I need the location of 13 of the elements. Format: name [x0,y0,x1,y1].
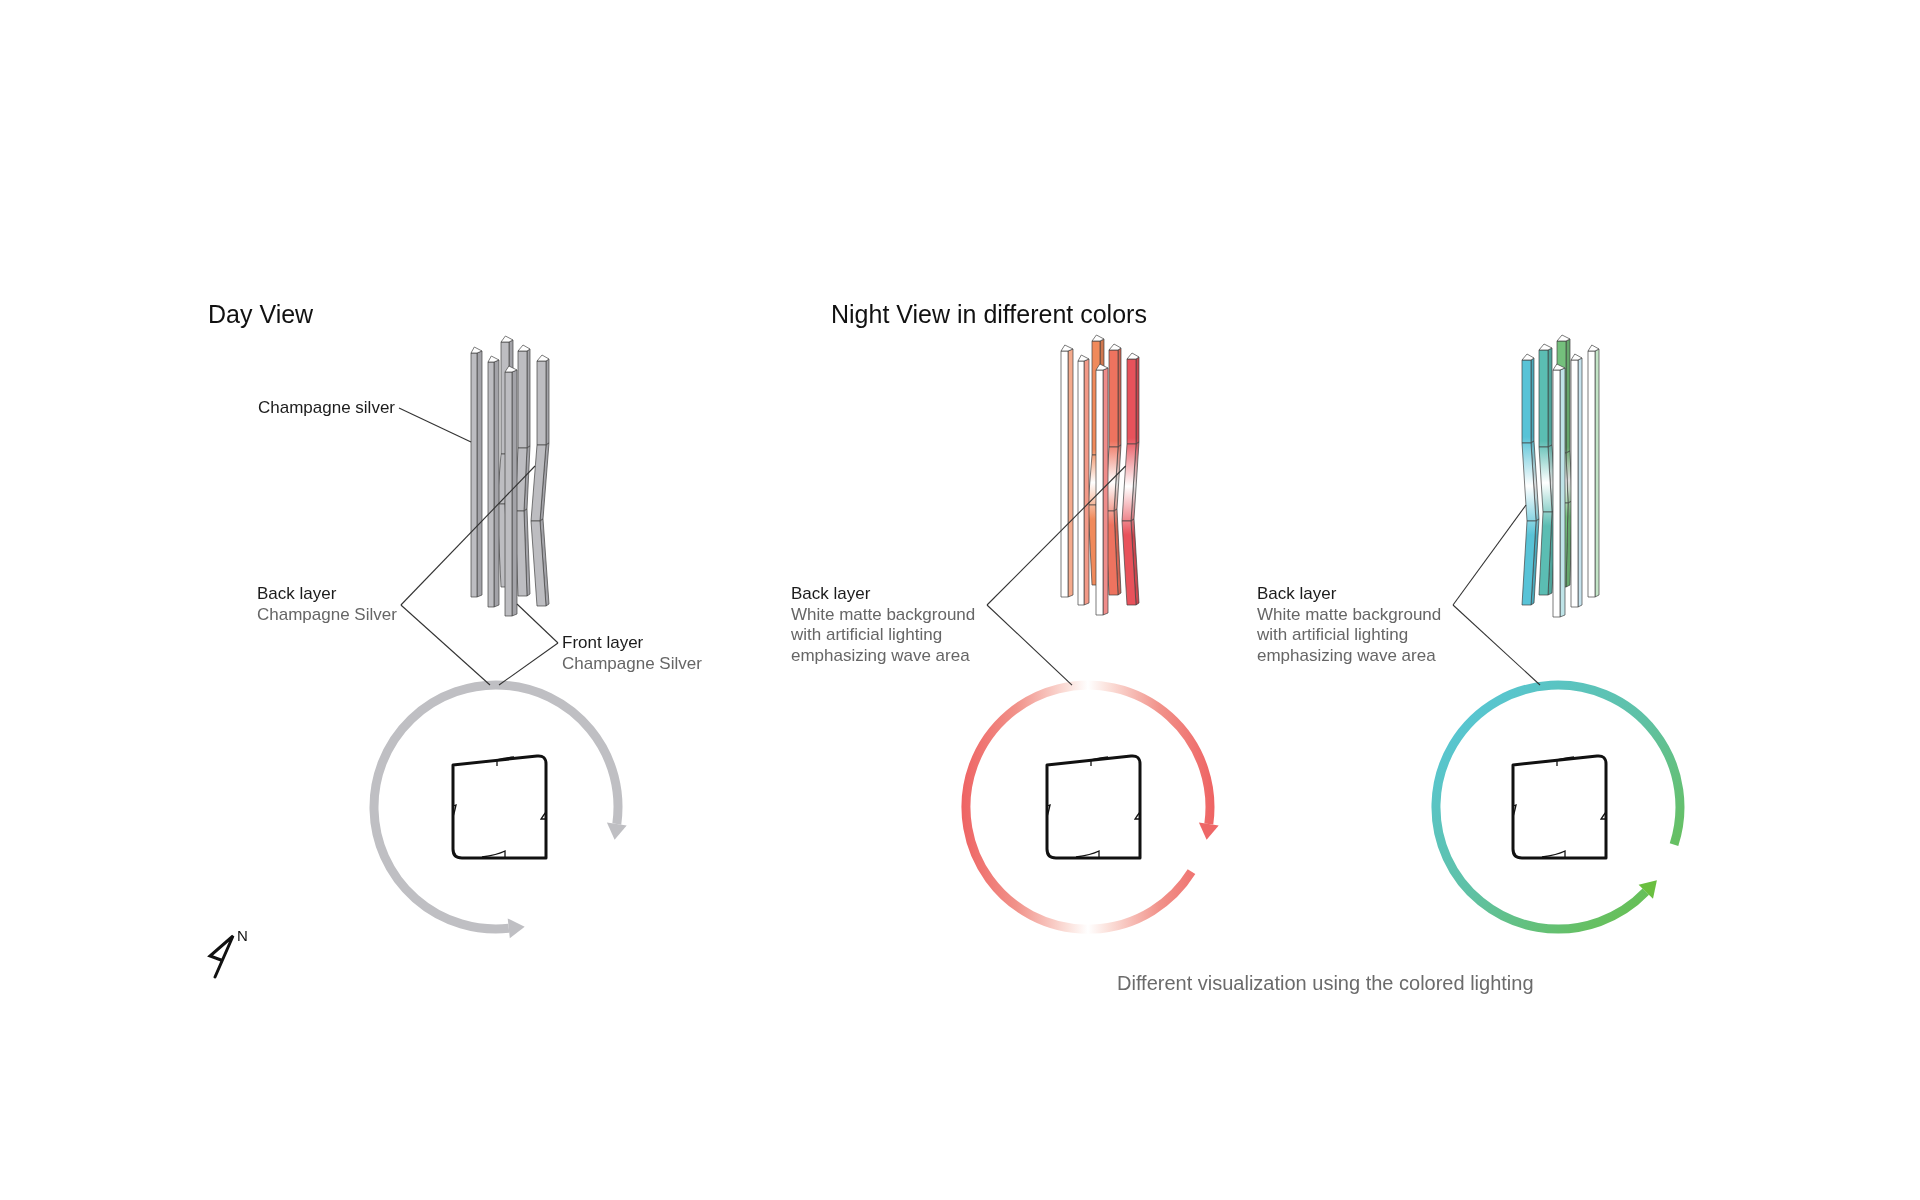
annotation-text: Champagne Silver [562,653,702,674]
section-heading: Day View [208,300,314,329]
annotation-label: Champagne silver [258,398,395,419]
annotation-title: Front layer [562,633,644,654]
caption-text: Different visualization using the colored lighting [1117,972,1534,995]
north-label: N [237,927,248,944]
annotation-title: Back layer [1257,584,1337,605]
section-heading: Night View in different colors [831,300,1147,329]
annotation-text: White matte background with artificial lighting emphasizing wave area [1257,604,1443,666]
annotation-title: Back layer [257,584,337,605]
annotation-text: Champagne Silver [257,604,397,625]
annotation-text: White matte background with artificial lighting emphasizing wave area [791,604,977,666]
annotation-title: Back layer [791,584,871,605]
